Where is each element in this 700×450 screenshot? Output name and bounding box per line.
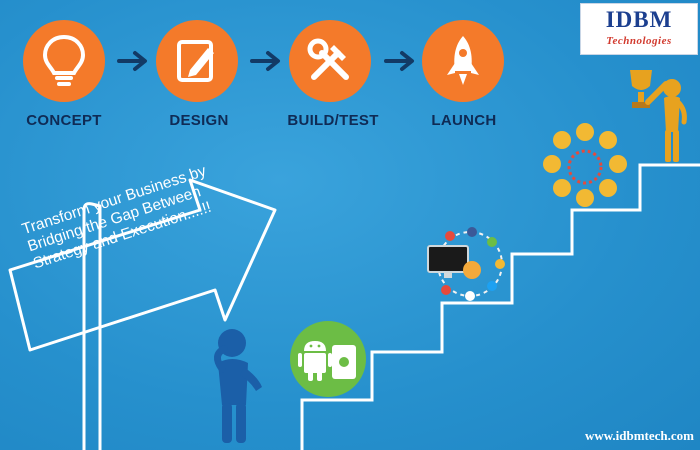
lightbulb-icon <box>42 34 86 86</box>
arrow-right-icon <box>384 51 414 71</box>
mobile-platforms-badge <box>290 321 366 397</box>
step-launch-circle <box>422 20 504 102</box>
step-build-test-circle <box>289 20 371 102</box>
logo-subtitle: Technologies <box>606 35 672 47</box>
android-apple-icon <box>298 341 356 381</box>
wrench-hammer-icon <box>307 38 349 80</box>
step-design-label: DESIGN <box>169 112 229 129</box>
arrow-right-icon <box>117 51 147 71</box>
step-launch-label: LAUNCH <box>431 112 497 129</box>
trophy-winner-figure <box>630 70 687 162</box>
step-design-circle <box>156 20 238 102</box>
logo-wordmark: IDBM <box>605 7 673 32</box>
website-url[interactable]: www.idbmtech.com <box>584 428 694 443</box>
social-media-icons <box>543 123 627 207</box>
monitor-gear-icon <box>427 227 505 301</box>
thinking-person-figure <box>214 329 262 443</box>
rocket-icon <box>447 36 479 85</box>
step-concept-circle <box>23 20 105 102</box>
pencil-note-icon <box>177 40 214 82</box>
arrow-right-icon <box>250 51 280 71</box>
step-concept-label: CONCEPT <box>26 112 102 129</box>
signpost-arrow <box>8 178 277 450</box>
company-logo[interactable]: IDBM Technologies <box>580 3 698 55</box>
step-build-test-label: BUILD/TEST <box>287 112 379 129</box>
